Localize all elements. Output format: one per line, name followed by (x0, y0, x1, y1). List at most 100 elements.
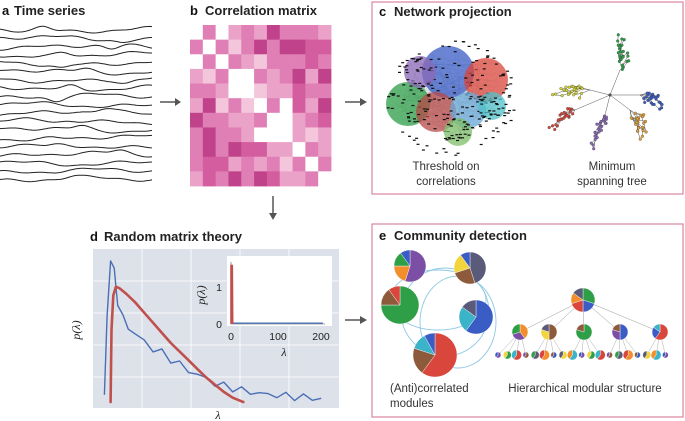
network-node (479, 112, 483, 114)
matrix-cell (305, 54, 319, 70)
pie-slice (595, 349, 601, 360)
matrix-cell (228, 142, 242, 158)
inset-theoretical-line (230, 264, 234, 325)
matrix-cell (215, 127, 229, 143)
network-node (504, 103, 508, 105)
time-series-line (0, 77, 153, 84)
tree-node (626, 54, 630, 58)
network-node (495, 103, 499, 106)
matrix-cell (305, 39, 319, 55)
network-node (446, 117, 449, 119)
network-node (494, 103, 498, 105)
network-node (485, 56, 489, 58)
panel-c: c Network projection Threshold on correl… (371, 1, 684, 195)
matrix-cell (241, 142, 255, 158)
network-node (416, 58, 420, 60)
network-node (406, 79, 410, 81)
network-node (432, 78, 436, 81)
matrix-cell (279, 156, 293, 172)
network-community (464, 58, 508, 102)
time-series-line (0, 174, 153, 183)
network-node (447, 45, 451, 48)
network-node (480, 100, 484, 102)
matrix-cell (279, 39, 293, 55)
matrix-cell (292, 54, 306, 70)
matrix-cell (241, 98, 255, 114)
network-node (448, 98, 452, 100)
tree-node (626, 51, 630, 55)
time-series-line (0, 35, 152, 44)
tree-node (616, 39, 620, 43)
matrix-cell (318, 171, 332, 187)
matrix-cell (241, 156, 255, 172)
network-node (409, 85, 413, 87)
matrix-cell (190, 39, 204, 55)
network-node (436, 90, 440, 92)
panel-e-border (371, 223, 684, 418)
pie-slice (541, 323, 550, 333)
network-node (442, 113, 446, 115)
network-node (483, 84, 487, 86)
network-node (492, 57, 496, 59)
matrix-cell (241, 83, 255, 99)
tree-node (620, 63, 625, 67)
tree-node (608, 93, 612, 97)
matrix-cell (279, 98, 293, 114)
tree-node (621, 55, 625, 59)
network-node (422, 108, 426, 110)
matrix-cell (215, 156, 229, 172)
network-node (496, 114, 500, 116)
matrix-cell (266, 142, 281, 158)
matrix-cell (254, 127, 268, 143)
network-node (487, 118, 491, 120)
network-node (499, 75, 503, 77)
network-node (461, 106, 464, 108)
network-node (479, 143, 483, 146)
panel-e: e Community detection (Anti)correlated m… (371, 223, 684, 418)
network-node (453, 62, 457, 64)
matrix-cell (215, 25, 229, 41)
tree-node (562, 110, 566, 114)
tree-node (547, 125, 551, 130)
network-node (482, 116, 486, 119)
matrix-cell (228, 25, 242, 41)
network-node (387, 96, 391, 98)
network-node (417, 100, 421, 102)
pie-slice (404, 249, 427, 283)
pie-slice (597, 349, 606, 361)
tree-node (594, 131, 598, 135)
time-series-line (0, 160, 153, 167)
matrix-cell (266, 54, 281, 70)
network-node (454, 154, 458, 156)
time-series-line (0, 101, 153, 109)
matrix-cell (254, 171, 268, 187)
pie-slice (655, 323, 669, 341)
matrix-cell (292, 25, 306, 41)
pie-slice (541, 349, 550, 361)
network-node (435, 152, 439, 154)
arrow-b-to-d-head (269, 213, 277, 220)
matrix-cell (254, 68, 268, 84)
network-node (415, 69, 419, 71)
network-node (411, 104, 415, 107)
network-node (419, 57, 423, 59)
tree-node (553, 127, 557, 132)
network-node (401, 62, 405, 64)
matrix-cell (190, 54, 204, 70)
matrix-cell (318, 39, 332, 55)
matrix-cell (305, 156, 319, 172)
minimum-spanning-tree (547, 33, 664, 151)
network-node (427, 69, 431, 71)
network-node (480, 103, 484, 105)
inset-x-tick-100: 100 (269, 331, 287, 343)
matrix-cell (279, 83, 293, 99)
tree-node (622, 38, 626, 42)
network-node (502, 122, 506, 124)
matrix-cell (305, 25, 319, 41)
network-node (461, 137, 465, 139)
network-node (401, 131, 405, 133)
tree-node (595, 122, 599, 126)
pie-slice (576, 323, 585, 333)
tree-node (636, 126, 641, 130)
matrix-cell (215, 68, 229, 84)
